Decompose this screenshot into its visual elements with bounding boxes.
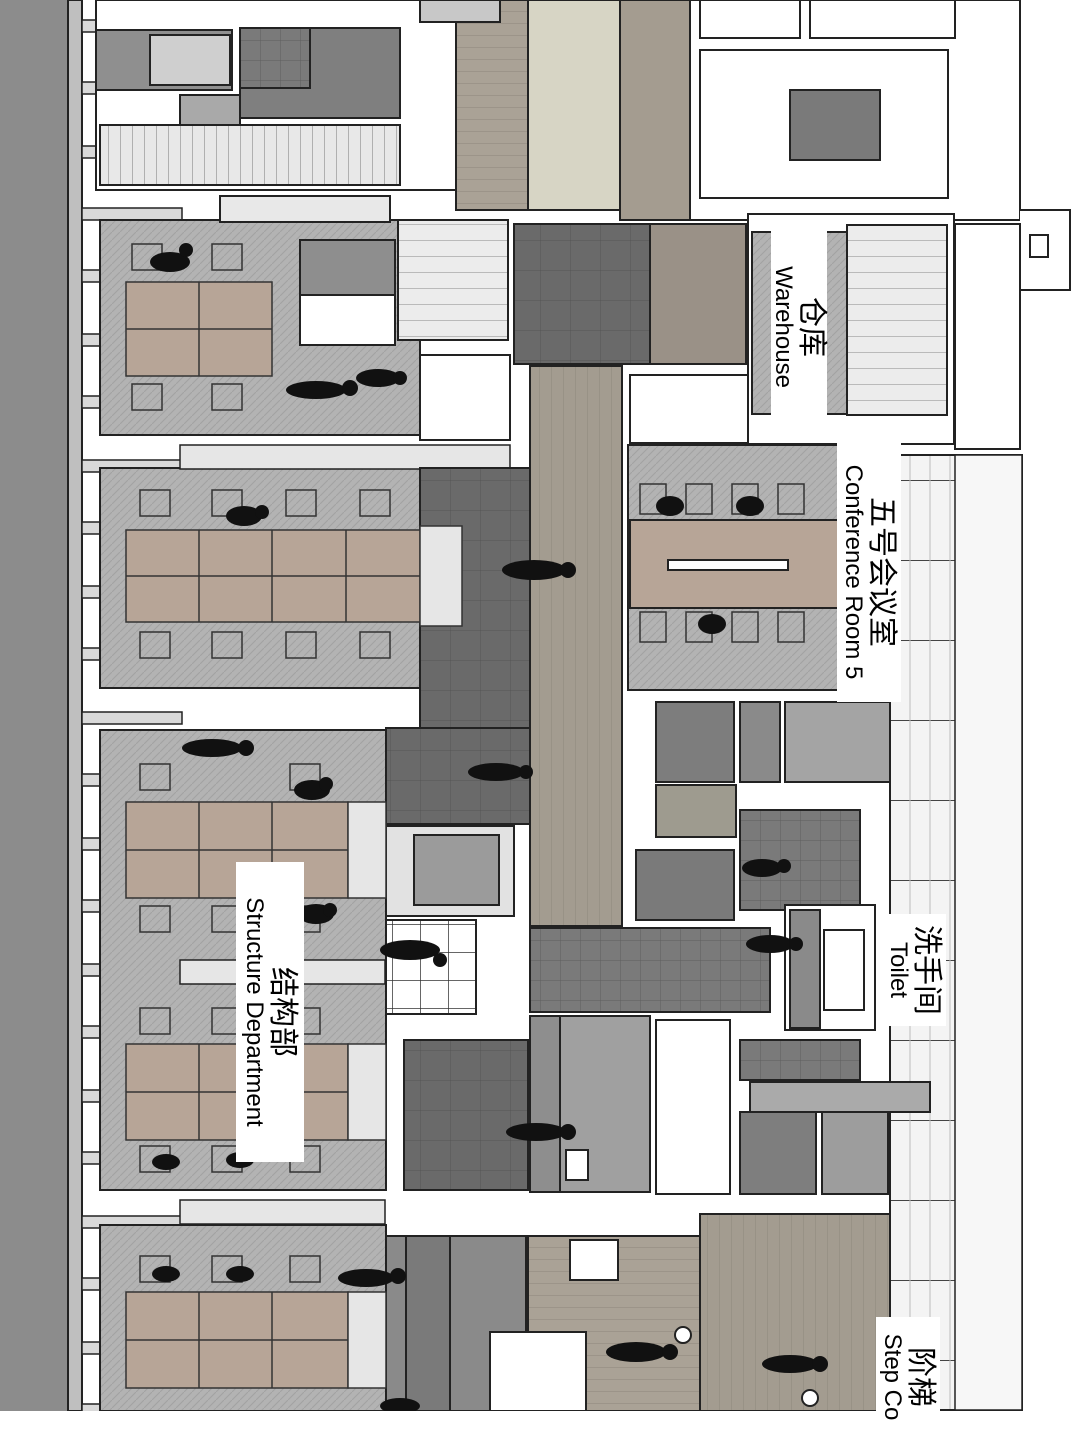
toilet-label: 洗手间 Toilet: [882, 914, 946, 1026]
conference-room-label: 五号会议室 Conference Room 5: [837, 442, 901, 702]
desk-clusters: [125, 281, 463, 1389]
warehouse-label: 仓库 Warehouse: [769, 227, 830, 427]
conference-room-label-zh: 五号会议室: [864, 497, 900, 647]
warehouse-label-en: Warehouse: [769, 266, 797, 388]
structure-department-label: 结构部 Structure Department: [236, 862, 304, 1162]
chairs: [131, 243, 805, 1283]
toilet-label-en: Toilet: [884, 941, 912, 999]
step-area: [489, 1213, 891, 1411]
exterior-wall: [0, 0, 83, 1411]
step-area-label-en: Step Co: [878, 1333, 906, 1421]
corridor: [385, 223, 861, 1411]
structure-department-label-zh: 结构部: [265, 967, 301, 1057]
toilet-area: [635, 701, 931, 1195]
top-left-rooms: [95, 0, 457, 191]
people-figures: [150, 243, 828, 1411]
structure-department-label-en: Structure Department: [240, 897, 268, 1127]
wood-strip: [529, 365, 623, 927]
step-area-label-zh: 阶梯: [903, 1347, 939, 1407]
toilet-label-zh: 洗手间: [909, 925, 945, 1015]
stair-core-1: [219, 195, 511, 441]
lower-middle-rooms: [385, 825, 731, 1195]
top-middle-blocks: [419, 0, 691, 221]
step-area-label: 阶梯 Step Co: [876, 1317, 940, 1437]
conference-room-label-en: Conference Room 5: [839, 464, 867, 680]
top-right-rooms: [689, 0, 1071, 291]
warehouse-label-zh: 仓库: [794, 297, 830, 357]
